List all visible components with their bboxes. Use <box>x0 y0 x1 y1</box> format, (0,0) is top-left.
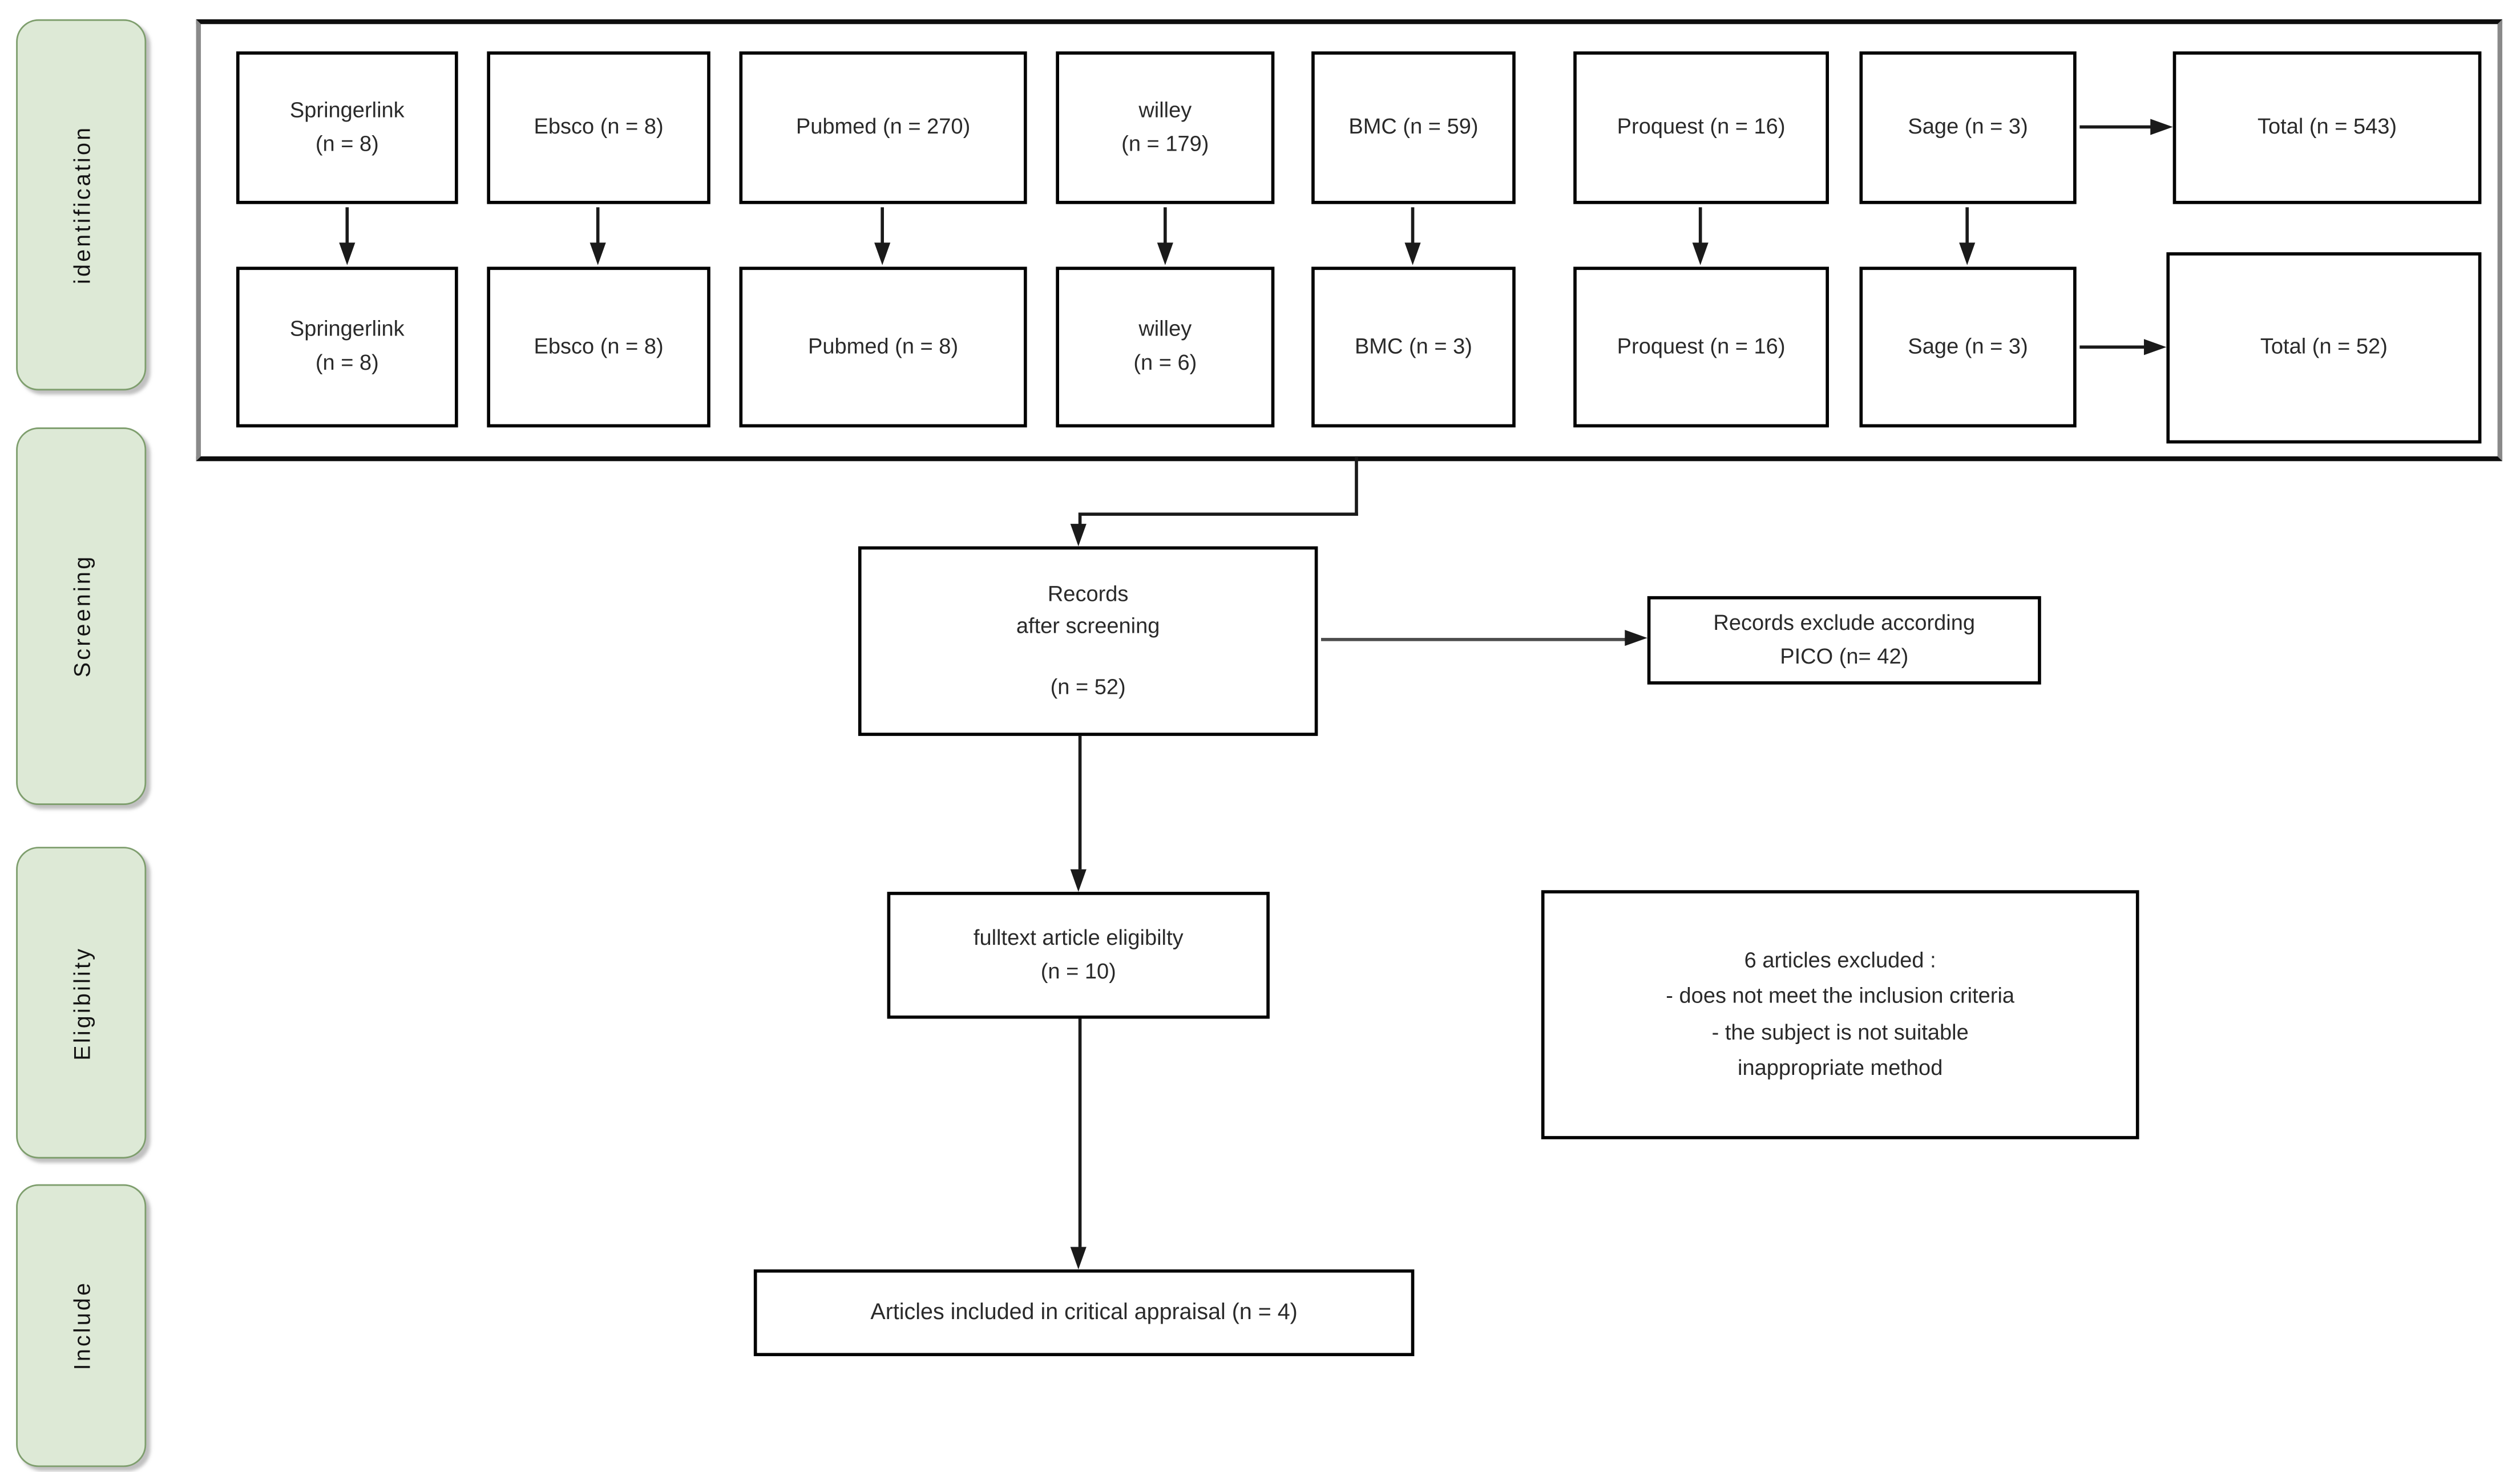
arrow-sage-line <box>1965 207 1969 245</box>
records-excluded-pico-box: Records exclude according PICO (n= 42) <box>1647 596 2041 685</box>
db-box-pubmed-screened: Pubmed (n = 8) <box>739 266 1027 428</box>
arrow-pico-line <box>1321 638 1627 641</box>
stage-include: Include <box>16 1184 147 1467</box>
arrow-ebsco-line <box>596 207 600 245</box>
arrow-total-initial-head <box>2150 119 2173 135</box>
box-line: (n = 8) <box>315 350 379 375</box>
connector-container-drop-line <box>1078 516 1082 525</box>
stage-identification-label: identification <box>68 125 94 285</box>
db-box-pubmed-initial: Pubmed (n = 270) <box>739 51 1027 204</box>
stage-include-label: Include <box>68 1281 94 1370</box>
articles-excluded-box: 6 articles excluded : - does not meet th… <box>1541 890 2139 1139</box>
db-box-sage-initial: Sage (n = 3) <box>1859 51 2077 204</box>
connector-container-down-line <box>1355 456 1358 516</box>
stage-identification: identification <box>16 19 147 391</box>
arrow-bmc-head <box>1404 242 1421 265</box>
box-line: (n = 6) <box>1133 350 1197 375</box>
arrow-total-screened-line <box>2079 345 2146 349</box>
arrow-pubmed-line <box>881 207 884 245</box>
box-line: after screening <box>1016 614 1160 639</box>
db-box-bmc-initial: BMC (n = 59) <box>1311 51 1516 204</box>
records-after-screening-box: Records after screening (n = 52) <box>858 546 1318 736</box>
box-line: Proquest (n = 16) <box>1617 333 1786 358</box>
box-line: Pubmed (n = 270) <box>795 114 971 139</box>
stage-screening-label: Screening <box>68 555 94 678</box>
arrow-sage-head <box>1959 242 1976 265</box>
box-line: Total (n = 543) <box>2257 114 2397 139</box>
connector-container-horizontal-line <box>1078 512 1358 516</box>
db-box-ebsco-initial: Ebsco (n = 8) <box>487 51 710 204</box>
box-line: Total (n = 52) <box>2260 334 2388 359</box>
box-line: willey <box>1138 317 1192 341</box>
box-line: (n = 179) <box>1121 131 1209 155</box>
arrow-pubmed-head <box>874 242 891 265</box>
arrow-willey-line <box>1164 207 1167 245</box>
db-box-bmc-screened: BMC (n = 3) <box>1311 266 1516 428</box>
box-line <box>862 645 1315 671</box>
arrow-springerlink-head <box>339 242 356 265</box>
box-line: Sage (n = 3) <box>1908 114 2028 139</box>
arrow-final-head <box>1070 1247 1087 1269</box>
box-line: Pubmed (n = 8) <box>807 333 959 358</box>
stage-screening: Screening <box>16 427 147 805</box>
connector-container-head <box>1070 524 1087 547</box>
box-line: BMC (n = 59) <box>1348 114 1479 139</box>
arrow-fulltext-head <box>1070 869 1087 892</box>
box-line: Articles included in critical appraisal … <box>870 1299 1298 1325</box>
box-line: PICO (n= 42) <box>1780 643 1909 668</box>
box-line: inappropriate method <box>1738 1055 1943 1079</box>
box-line: willey <box>1138 97 1192 122</box>
box-line: Springerlink <box>289 317 405 341</box>
box-line: 6 articles excluded : <box>1744 948 1936 972</box>
box-line: Ebsco (n = 8) <box>534 114 664 139</box>
box-line: - does not meet the inclusion criteria <box>1666 984 2015 1008</box>
arrow-pico-head <box>1625 630 1647 646</box>
arrow-springerlink-line <box>345 207 349 245</box>
box-line: fulltext article eligibilty <box>973 925 1184 949</box>
db-box-springerlink-initial: Springerlink (n = 8) <box>236 51 458 204</box>
stage-eligibility-label: Eligibility <box>68 945 94 1060</box>
arrow-total-initial-line <box>2079 125 2152 129</box>
arrow-proquest-head <box>1692 242 1709 265</box>
arrow-ebsco-head <box>589 242 606 265</box>
box-line: Springerlink <box>289 97 405 122</box>
db-box-proquest-screened: Proquest (n = 16) <box>1573 266 1829 428</box>
arrow-bmc-line <box>1411 207 1415 245</box>
box-line: Proquest (n = 16) <box>1617 114 1786 139</box>
arrow-proquest-line <box>1698 207 1702 245</box>
total-box-initial: Total (n = 543) <box>2172 51 2482 204</box>
db-box-proquest-initial: Proquest (n = 16) <box>1573 51 1829 204</box>
arrow-final-line <box>1078 1018 1082 1247</box>
db-box-willey-initial: willey (n = 179) <box>1056 51 1275 204</box>
box-line: Ebsco (n = 8) <box>534 333 664 358</box>
fulltext-eligibility-box: fulltext article eligibilty (n = 10) <box>887 892 1270 1019</box>
box-line: Records <box>1047 581 1129 605</box>
db-box-springerlink-screened: Springerlink (n = 8) <box>236 266 458 428</box>
box-line: (n = 8) <box>315 131 379 155</box>
box-line: Sage (n = 3) <box>1908 333 2028 358</box>
stage-eligibility: Eligibility <box>16 847 147 1159</box>
db-box-sage-screened: Sage (n = 3) <box>1859 266 2077 428</box>
articles-included-box: Articles included in critical appraisal … <box>753 1269 1415 1356</box>
arrow-fulltext-line <box>1078 735 1082 870</box>
arrow-total-screened-head <box>2143 339 2167 355</box>
box-line: (n = 52) <box>1050 674 1126 698</box>
total-box-screened: Total (n = 52) <box>2166 252 2482 444</box>
arrow-willey-head <box>1157 242 1173 265</box>
db-box-willey-screened: willey (n = 6) <box>1056 266 1275 428</box>
box-line: - the subject is not suitable <box>1711 1019 1969 1044</box>
db-box-ebsco-screened: Ebsco (n = 8) <box>487 266 710 428</box>
box-line: (n = 10) <box>1040 958 1116 983</box>
box-line: BMC (n = 3) <box>1354 333 1472 358</box>
box-line: Records exclude according <box>1713 610 1976 634</box>
